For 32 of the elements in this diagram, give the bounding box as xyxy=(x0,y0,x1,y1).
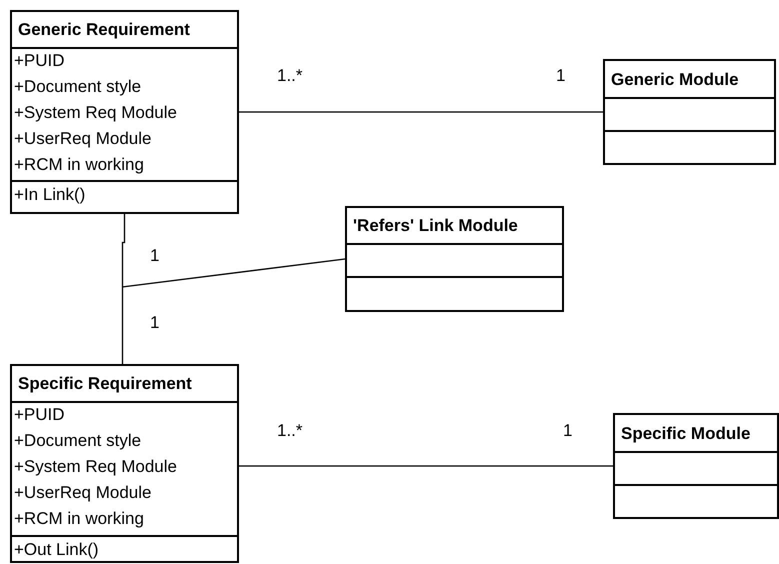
class-box xyxy=(10,364,239,563)
association-line xyxy=(122,214,126,364)
attribute-text: +System Req Module xyxy=(14,103,177,123)
attribute-text: +UserReq Module xyxy=(14,129,152,149)
attribute-text: +System Req Module xyxy=(14,457,177,477)
attribute-text: +RCM in working xyxy=(14,509,144,529)
class-box xyxy=(10,10,239,214)
operation-text: +In Link() xyxy=(14,185,86,205)
association-line xyxy=(239,111,603,113)
class-name: Specific Module xyxy=(621,424,750,444)
class-name: 'Refers' Link Module xyxy=(353,216,518,236)
class-box xyxy=(345,206,564,312)
attribute-text: +RCM in working xyxy=(14,155,144,175)
class-name: Specific Requirement xyxy=(18,374,192,394)
attribute-text: +Document style xyxy=(14,77,142,97)
operation-text: +Out Link() xyxy=(14,540,99,560)
attribute-text: +PUID xyxy=(14,51,65,71)
multiplicity-label: 1..* xyxy=(277,421,303,441)
multiplicity-label: 1 xyxy=(563,421,572,441)
multiplicity-label: 1 xyxy=(150,313,160,333)
class-name: Generic Requirement xyxy=(18,20,190,40)
class-name: Generic Module xyxy=(611,70,739,90)
attribute-text: +Document style xyxy=(14,431,142,451)
multiplicity-label: 1 xyxy=(556,66,566,86)
association-line xyxy=(239,465,613,467)
multiplicity-label: 1..* xyxy=(277,66,303,86)
multiplicity-label: 1 xyxy=(150,246,160,266)
class-box xyxy=(613,413,779,519)
class-box xyxy=(603,59,776,165)
attribute-text: +UserReq Module xyxy=(14,483,152,503)
association-line xyxy=(122,258,346,288)
attribute-text: +PUID xyxy=(14,405,65,425)
